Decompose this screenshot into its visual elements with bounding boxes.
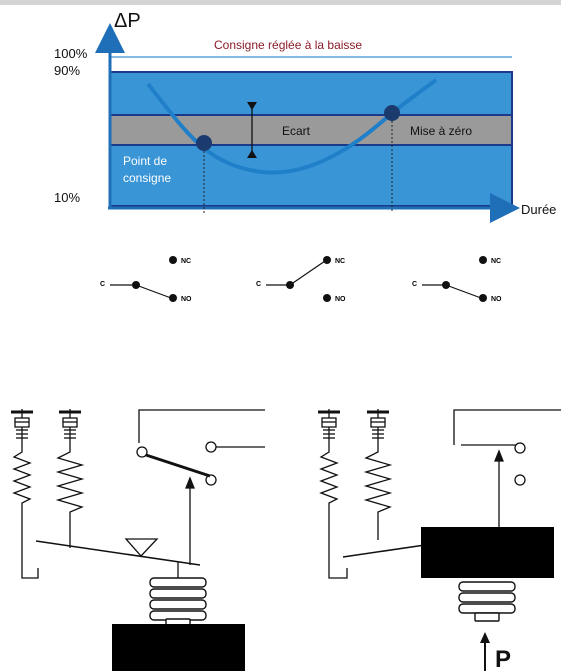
pressure-chamber-left (112, 624, 245, 671)
switch-3-c-label: C (412, 281, 417, 288)
bellows-right (458, 581, 516, 622)
switch-2-lever (289, 260, 326, 286)
switch-3-no-label: NO (491, 296, 502, 303)
switch-frame (138, 409, 265, 443)
switch-3-nc-contact (479, 256, 487, 264)
spring-right-2 (363, 444, 393, 540)
top-bar (0, 0, 561, 5)
ecart-arrow (247, 102, 257, 158)
switch-1-nc-label: NC (181, 258, 191, 265)
pressure-graph: ΔP Durée 100% 90% 10% Consigne réglée à … (54, 10, 556, 223)
switch-lower-contact (205, 474, 217, 486)
mise-a-zero-label: Mise à zéro (410, 124, 472, 138)
lever-arm-right (342, 544, 426, 558)
tick-90: 90% (54, 63, 80, 78)
switch-contact-right-lower (514, 474, 526, 486)
mechanism-left (11, 409, 265, 579)
switch-1: C NC NO (100, 256, 192, 303)
switch-3-no-contact (479, 294, 487, 302)
tick-100: 100% (54, 46, 88, 61)
spring-right-1 (319, 444, 339, 510)
tick-10: 10% (54, 190, 80, 205)
point-consigne-label-2: consigne (123, 171, 171, 185)
switch-3: C NC NO (412, 256, 502, 303)
switch-3-nc-label: NC (491, 258, 501, 265)
switch-frame-right (453, 409, 561, 445)
adjust-screw-right-2 (367, 409, 389, 444)
left-rod (21, 510, 39, 579)
point-consigne-dot (196, 135, 212, 151)
switch-1-no-label: NO (181, 296, 192, 303)
x-axis-label: Durée (521, 202, 556, 217)
bellows-left (149, 577, 207, 626)
switch-1-lever (135, 284, 172, 299)
switch-2-nc-label: NC (335, 258, 345, 265)
switch-1-no-contact (169, 294, 177, 302)
switch-upper-contact (205, 441, 217, 453)
switch-contact-right-upper (514, 442, 526, 454)
lever-arm (35, 540, 201, 566)
ecart-label: Ecart (282, 124, 311, 138)
switch-3-lever (445, 284, 482, 299)
pressure-curve (146, 78, 438, 175)
pressure-label: P (495, 646, 511, 671)
switch-1-nc-contact (169, 256, 177, 264)
pressure-arrow (480, 632, 490, 671)
switch-pivot-contact (136, 446, 148, 458)
adjust-screw-right-1 (318, 409, 340, 444)
spring-left-1 (12, 444, 32, 510)
right-rod (328, 510, 348, 579)
switch-1-c-label: C (100, 281, 105, 288)
adjust-screw-left-2 (59, 409, 81, 444)
point-consigne-label-1: Point de (123, 154, 167, 168)
mise-a-zero-dot (384, 105, 400, 121)
consigne-label: Consigne réglée à la baisse (214, 38, 362, 52)
switch-2-nc-contact (323, 256, 331, 264)
adjust-screw-left-1 (11, 409, 33, 444)
y-axis-label: ΔP (114, 10, 141, 32)
switch-2-no-label: NO (335, 296, 346, 303)
pivot-triangle (124, 538, 159, 557)
pressure-chamber-right (421, 527, 554, 578)
switch-2: C NC NO (256, 256, 346, 303)
mechanism-right (318, 409, 561, 579)
switch-2-c-label: C (256, 281, 261, 288)
switch-blade (145, 453, 211, 478)
switch-2-no-contact (323, 294, 331, 302)
spring-left-2 (55, 444, 85, 548)
